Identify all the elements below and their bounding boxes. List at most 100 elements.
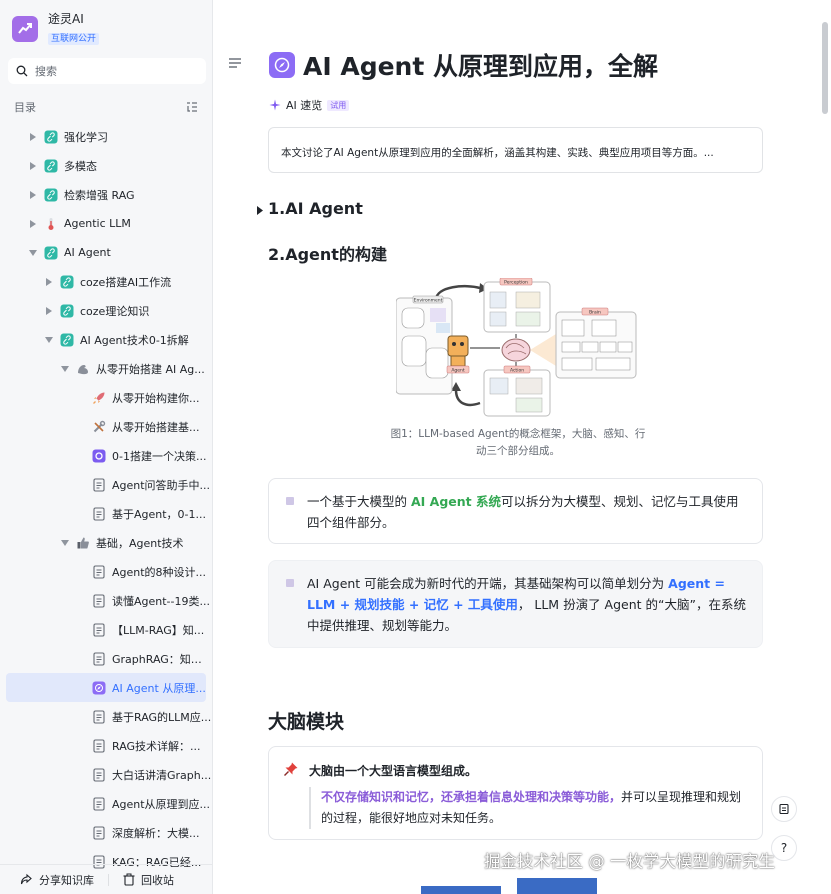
search-label: 搜索 — [35, 65, 57, 78]
link-doc-icon — [44, 159, 58, 173]
chevron-down-icon[interactable] — [60, 364, 70, 374]
tree-item-label: GraphRAG：知识... — [112, 652, 212, 666]
list-toggle-icon[interactable] — [186, 101, 198, 113]
chevron-right-icon[interactable] — [44, 277, 54, 287]
tree-item-based-on-agent[interactable]: 基于Agent，0-1... — [0, 499, 212, 528]
recycle-bin-button[interactable]: 回收站 — [123, 872, 174, 888]
tree-item-label: 0-1搭建一个决策... — [112, 449, 207, 463]
chevron-right-icon[interactable] — [44, 306, 54, 316]
document-icon — [92, 796, 106, 811]
page-title: AI Agent 从原理到应用，全解 — [269, 47, 658, 83]
tree-item-agent-principle-app[interactable]: Agent从原理到应... — [0, 789, 212, 818]
compass-doc-icon — [92, 681, 106, 695]
tree-item-coze-theory[interactable]: coze理论知识 — [0, 296, 212, 325]
brand[interactable]: 途灵AI 互联网公开 — [12, 12, 100, 45]
tree-item-eight-designs[interactable]: Agent的8种设计... — [0, 557, 212, 586]
tree-item-rag[interactable]: 检索增强 RAG — [0, 180, 212, 209]
tree-item-agentic-llm[interactable]: Agentic LLM — [0, 209, 212, 238]
outline-button[interactable] — [771, 796, 797, 822]
tree-item-19-types[interactable]: 读懂Agent--19类... — [0, 586, 212, 615]
tree-item-label: AI Agent — [64, 246, 111, 259]
watermark: 掘金技术社区 @ 一枚学大模型的研究生 — [484, 852, 775, 871]
tree-item-qa-assistant[interactable]: Agent问答助手中... — [0, 470, 212, 499]
tree-item-label: Agentic LLM — [64, 217, 131, 230]
agent-framework-figure[interactable]: Environment Agent Perception Action — [396, 278, 638, 418]
tree-item-label: 从零开始搭建 AI Ag... — [96, 362, 205, 376]
rocket-icon — [92, 391, 106, 405]
document-icon — [92, 622, 106, 637]
ai-quick-view[interactable]: AI 速览 试用 — [269, 97, 350, 113]
document-icon — [92, 593, 106, 608]
document-icon — [92, 564, 106, 579]
tree-item-rag-llm-app[interactable]: 基于RAG的LLM应... — [0, 702, 212, 731]
scrollbar-thumb[interactable] — [822, 22, 828, 114]
link-doc-icon — [60, 304, 74, 318]
share-kb-button[interactable]: 分享知识库 — [20, 872, 94, 888]
public-badge: 互联网公开 — [48, 33, 100, 45]
tree-item-label: 检索增强 RAG — [64, 188, 135, 202]
muscle-icon — [76, 362, 90, 376]
chevron-down-icon[interactable] — [28, 248, 38, 258]
heading-ai-agent: 1.AI Agent — [268, 199, 363, 218]
chevron-down-icon[interactable] — [44, 335, 54, 345]
chevron-right-icon[interactable] — [28, 190, 38, 200]
tree-item-label: 读懂Agent--19类... — [112, 594, 210, 608]
help-icon: ? — [780, 841, 788, 855]
search-box[interactable]: 搜索 — [8, 58, 206, 84]
collapse-arrow-icon[interactable] — [257, 206, 263, 215]
chevron-right-icon[interactable] — [28, 219, 38, 229]
callout-architecture: AI Agent 可能会成为新时代的开端，其基础架构可以简单划分为 Agent … — [268, 560, 763, 648]
tree-item-label: 从零开始搭建基... — [112, 420, 200, 434]
tree-item-rl[interactable]: 强化学习 — [0, 122, 212, 151]
tree-item-ai-agent-principles[interactable]: AI Agent 从原理... — [6, 673, 206, 702]
compass-icon — [269, 52, 295, 78]
tree-item-label: 多模态 — [64, 159, 97, 173]
tree-item-label: Agent问答助手中... — [112, 478, 211, 492]
link-doc-icon — [44, 188, 58, 202]
document-icon — [92, 709, 106, 724]
tree-item-label: 从零开始构建你... — [112, 391, 200, 405]
link-doc-icon — [44, 246, 58, 260]
search-icon — [16, 65, 28, 77]
share-kb-label: 分享知识库 — [39, 873, 94, 887]
trending-up-icon — [12, 15, 38, 42]
link-doc-icon — [60, 275, 74, 289]
tree-item-ai-agent[interactable]: AI Agent — [0, 238, 212, 267]
square-bullet-icon — [286, 579, 294, 587]
chevron-right-icon[interactable] — [28, 132, 38, 142]
tools-icon — [92, 420, 106, 434]
tree-item-label: RAG技术详解：... — [112, 739, 201, 753]
tree-item-label: 【LLM-RAG】知... — [112, 623, 205, 637]
tree-item-build-your-own[interactable]: 从零开始构建你... — [0, 383, 212, 412]
callout-components: 一个基于大模型的 AI Agent 系统可以拆分为大模型、规划、记忆与工具使用四… — [268, 478, 763, 544]
help-button[interactable]: ? — [771, 835, 797, 861]
sidebar-footer: 分享知识库 回收站 — [0, 864, 212, 894]
tree-item-label: Agent从原理到应... — [112, 797, 211, 811]
tree-item-label: 基础，Agent技术 — [96, 536, 184, 550]
tree-item-agent-breakdown[interactable]: AI Agent技术0-1拆解 — [0, 325, 212, 354]
tree-item-agent-basics[interactable]: 基础，Agent技术 — [0, 528, 212, 557]
brand-name: 途灵AI — [48, 12, 84, 26]
tree-item-deep-analysis[interactable]: 深度解析：大模... — [0, 818, 212, 847]
chevron-down-icon[interactable] — [60, 538, 70, 548]
tree-item-label: coze搭建AI工作流 — [80, 275, 172, 289]
toc-title: 目录 — [14, 101, 36, 114]
tree-item-plain-graph[interactable]: 大白话讲清Graph... — [0, 760, 212, 789]
tree-item-build-basic[interactable]: 从零开始搭建基... — [0, 412, 212, 441]
tree-item-graphrag[interactable]: GraphRAG：知识... — [0, 644, 212, 673]
thermometer-icon — [44, 217, 58, 231]
ai-summary[interactable]: 本文讨论了AI Agent从原理到应用的全面解析，涵盖其构建、实践、典型应用项目… — [268, 127, 763, 173]
tree-item-build-from-scratch[interactable]: 从零开始搭建 AI Ag... — [0, 354, 212, 383]
recycle-bin-label: 回收站 — [141, 873, 174, 887]
tree-item-decision[interactable]: 0-1搭建一个决策... — [0, 441, 212, 470]
title-text: AI Agent 从原理到应用，全解 — [303, 52, 659, 81]
tree-item-coze-workflow[interactable]: coze搭建AI工作流 — [0, 267, 212, 296]
menu-icon[interactable] — [228, 57, 242, 69]
figure-caption: 图1：LLM-based Agent的概念框架，大脑、感知、行动三个部分组成。 — [390, 428, 646, 457]
tree-item-multimodal[interactable]: 多模态 — [0, 151, 212, 180]
tree-item-llm-rag[interactable]: 【LLM-RAG】知... — [0, 615, 212, 644]
tree-item-rag-explained[interactable]: RAG技术详解：... — [0, 731, 212, 760]
share-icon — [20, 873, 32, 885]
perception-label: Perception — [504, 280, 528, 286]
chevron-right-icon[interactable] — [28, 161, 38, 171]
